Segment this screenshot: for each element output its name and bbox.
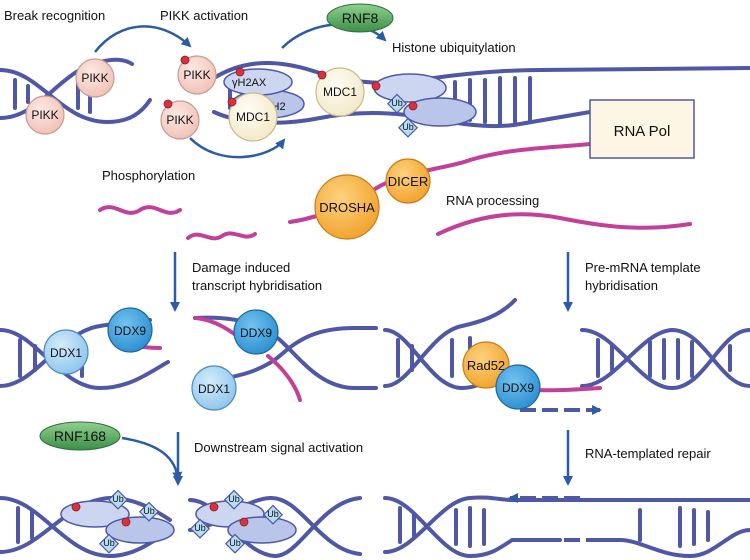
mdc1-protein: MDC1: [315, 67, 365, 117]
svg-text:MDC1: MDC1: [236, 110, 270, 124]
svg-text:PIKK: PIKK: [31, 108, 58, 122]
pikk-protein: PIKK: [160, 100, 200, 140]
label-downstream: Downstream signal activation: [194, 440, 363, 455]
arrow-recognition-to-activation: [94, 25, 192, 53]
phosphorylation-dots: [71, 55, 418, 527]
label-rna-processing: RNA processing: [446, 193, 539, 208]
ddx9-protein: DDX9: [233, 309, 279, 355]
arrow-rnf168: [121, 436, 183, 482]
pikk-proteins: PIKK PIKK PIKK PIKK: [25, 55, 217, 140]
svg-text:DICER: DICER: [388, 174, 428, 189]
ub-tag: Ub: [224, 533, 246, 554]
ddx9-protein: DDX9: [495, 364, 541, 410]
rna-pol-box: RNA Pol: [589, 99, 695, 159]
svg-text:PIKK: PIKK: [183, 68, 210, 82]
svg-text:PIKK: PIKK: [166, 113, 193, 127]
svg-text:PIKK: PIKK: [81, 71, 108, 85]
ub-tag: Ub: [138, 501, 160, 522]
label-phosphorylation: Phosphorylation: [102, 168, 195, 183]
pikk-protein: PIKK: [75, 58, 115, 98]
ub-tag: Ub: [189, 518, 211, 539]
svg-text:Ub: Ub: [402, 122, 414, 132]
rnf168-badge: RNF168: [39, 421, 121, 451]
mdc1-protein: MDC1: [228, 92, 278, 142]
svg-text:Rad52: Rad52: [467, 358, 505, 373]
gh2ax-label: γH2AX: [232, 77, 267, 89]
svg-text:RNF8: RNF8: [342, 10, 379, 26]
svg-text:Ub: Ub: [229, 538, 241, 548]
svg-text:DDX9: DDX9: [240, 326, 272, 340]
dicer-protein: DICER: [385, 158, 431, 204]
label-pre-mrna-1: Pre-mRNA template: [585, 260, 701, 275]
ubiquitin-tags: Ub Ub Ub Ub Ub Ub Ub Ub Ub: [98, 93, 419, 554]
svg-text:DDX1: DDX1: [198, 382, 230, 396]
ub-tag: Ub: [262, 504, 284, 525]
label-damage-induced-2: transcript hybridisation: [192, 278, 322, 293]
label-damage-induced-1: Damage induced: [192, 260, 290, 275]
svg-text:DDX9: DDX9: [114, 324, 146, 338]
nucleosomes: [60, 68, 477, 544]
drosha-protein: DROSHA: [314, 174, 380, 240]
svg-text:DDX9: DDX9: [502, 381, 534, 395]
label-histone-ubiquitylation: Histone ubiquitylation: [392, 40, 516, 55]
ddx1-protein: DDX1: [191, 365, 237, 411]
ligase-badges: RNF8 RNF168: [39, 3, 394, 451]
ub-tag: Ub: [107, 489, 129, 510]
ub-tag: Ub: [98, 533, 120, 554]
helicase-proteins: DDX9 DDX1 DDX9 DDX1 DDX9: [43, 307, 541, 411]
svg-text:Ub: Ub: [112, 494, 124, 504]
svg-text:DDX1: DDX1: [50, 346, 82, 360]
ddx1-protein: DDX1: [43, 329, 89, 375]
svg-text:MDC1: MDC1: [323, 85, 357, 99]
svg-text:Ub: Ub: [228, 494, 240, 504]
ddx9-protein: DDX9: [107, 307, 153, 353]
step-labels: Break recognition PIKK activation Histon…: [4, 8, 711, 461]
arrow-phosphorylation: [189, 137, 286, 159]
label-break-recognition: Break recognition: [4, 8, 105, 23]
ub-tag: Ub: [397, 117, 419, 138]
rnf8-badge: RNF8: [326, 3, 394, 33]
rna-pol-label: RNA Pol: [614, 123, 671, 140]
svg-text:Ub: Ub: [194, 523, 206, 533]
rad52-protein: Rad52: [462, 341, 510, 389]
svg-text:Ub: Ub: [267, 509, 279, 519]
svg-text:Ub: Ub: [391, 98, 403, 108]
mdc1-proteins: MDC1 MDC1: [228, 67, 365, 142]
ub-tag: Ub: [223, 489, 245, 510]
svg-text:Ub: Ub: [103, 538, 115, 548]
ub-tag: Ub: [386, 93, 408, 114]
svg-text:DROSHA: DROSHA: [319, 200, 375, 215]
svg-text:Ub: Ub: [143, 506, 155, 516]
processing-proteins: DROSHA DICER Rad52: [314, 158, 510, 389]
dashed-strands: [508, 405, 602, 542]
svg-text:RNF168: RNF168: [54, 428, 106, 444]
label-pikk-activation: PIKK activation: [160, 8, 248, 23]
pikk-protein: PIKK: [25, 95, 65, 135]
label-rna-templated: RNA-templated repair: [585, 446, 711, 461]
pikk-protein: PIKK: [177, 55, 217, 95]
label-pre-mrna-2: hybridisation: [585, 278, 658, 293]
